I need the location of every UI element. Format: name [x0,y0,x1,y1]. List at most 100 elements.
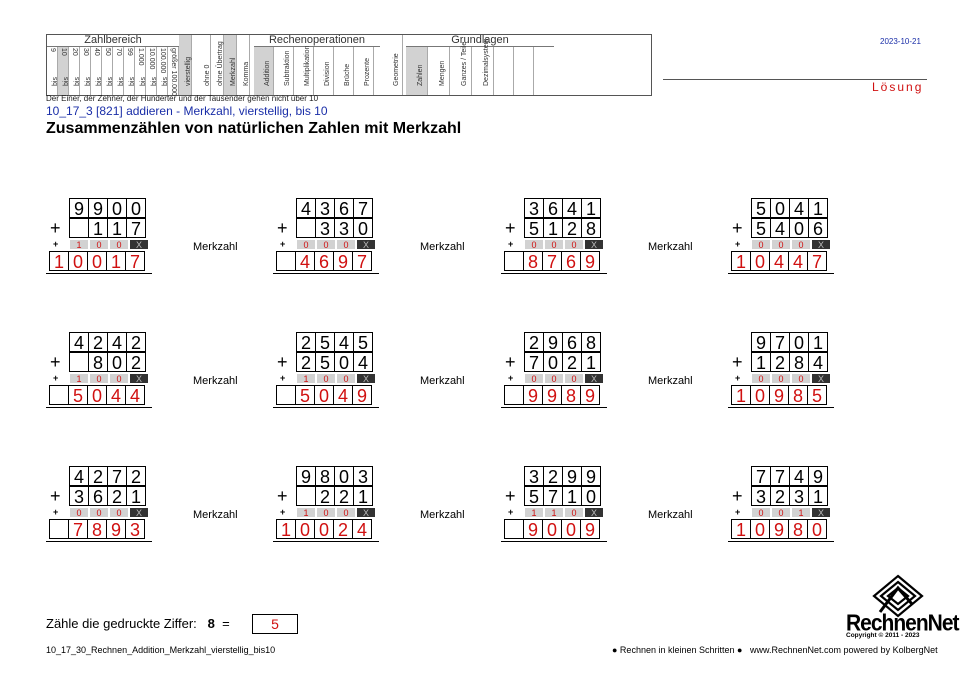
digit-cell [296,486,316,506]
digit-cell: 4 [770,218,790,239]
carry-cell: X [356,373,376,384]
digit-cell: 2 [770,486,790,507]
digit-cell: 1 [808,486,828,507]
range-value: 10 [60,48,67,56]
carry-cell: X [356,239,376,250]
carry-plus-sign: + [53,239,59,249]
carry-plus-sign: + [735,239,741,249]
digit-cell: 3 [524,198,544,219]
range-column: größer 100.000 [168,47,179,96]
result-underline [273,407,379,408]
digit-cell: 0 [581,486,601,507]
plus-sign: + [50,486,61,506]
carry-cell: 0 [316,373,336,384]
carry-cell: 0 [524,239,544,250]
result-cell: 6 [314,251,334,272]
result-cell: 8 [87,519,107,540]
blank-column [494,47,514,95]
carry-plus-sign: + [508,373,514,383]
section-title: Rechenoperationen [254,35,380,47]
digit-cell: 1 [543,218,563,239]
option-label: vierstellig [185,56,192,86]
digit-cell: 8 [581,218,601,239]
result-cell: 4 [106,385,126,406]
digit-cell: 4 [69,466,89,487]
result-cell [49,519,69,539]
carry-cell: 1 [69,239,89,250]
digit-cell: 2 [88,332,108,353]
digit-cell [296,218,316,238]
carry-plus-sign: + [53,373,59,383]
result-cell: 9 [523,385,543,406]
carry-cell: 0 [564,507,584,518]
plus-sign: + [732,352,743,372]
digit-cell: 7 [524,352,544,373]
digit-cell: 5 [751,198,771,219]
digit-cell: 4 [353,352,373,373]
digit-cell: 8 [315,466,335,487]
carry-cell: 0 [751,507,771,518]
carry-cell: 0 [109,373,129,384]
basics-column: Dezimalsystem [472,39,494,95]
plus-sign: + [505,218,516,238]
range-value: 30 [82,48,89,56]
rechnennet-logo-icon [872,574,924,618]
result-cell [49,385,69,405]
result-cell: 7 [68,519,88,540]
slogan: ● Rechnen in kleinen Schritten ● [612,645,743,655]
carry-cell: 1 [296,373,316,384]
range-value: größer 100.000 [170,48,177,96]
digit-cell: 0 [789,332,809,353]
digit-cell: 1 [562,486,582,507]
digit-cell: 0 [789,218,809,239]
digit-cell: 3 [524,466,544,487]
result-cell: 9 [523,519,543,540]
result-cell: 8 [523,251,543,272]
count-digit: 8 [207,616,215,631]
digit-cell: 4 [296,198,316,219]
carry-cell: 0 [544,373,564,384]
carry-cell: X [584,239,604,250]
operation-column: Multiplikation [294,46,314,95]
result-underline [728,407,834,408]
plus-sign: + [277,486,288,506]
result-cell: 0 [750,251,770,272]
section-title: Zahlbereich [47,35,179,47]
basics-column: Zahlen [406,47,428,95]
digit-cell: 1 [126,486,146,507]
result-cell: 5 [807,385,827,406]
digit-cell: 1 [581,198,601,219]
result-cell: 9 [769,519,789,540]
result-cell: 0 [750,519,770,540]
plus-sign: + [732,486,743,506]
digit-cell: 8 [88,352,108,373]
carry-cell: X [129,507,149,518]
result-cell: 4 [333,385,353,406]
result-underline [273,541,379,542]
digit-cell: 7 [107,466,127,487]
carry-cell: 0 [564,239,584,250]
plus-sign: + [732,218,743,238]
result-cell: 9 [580,251,600,272]
result-cell: 4 [295,251,315,272]
basics-label: Mengen [438,60,446,86]
